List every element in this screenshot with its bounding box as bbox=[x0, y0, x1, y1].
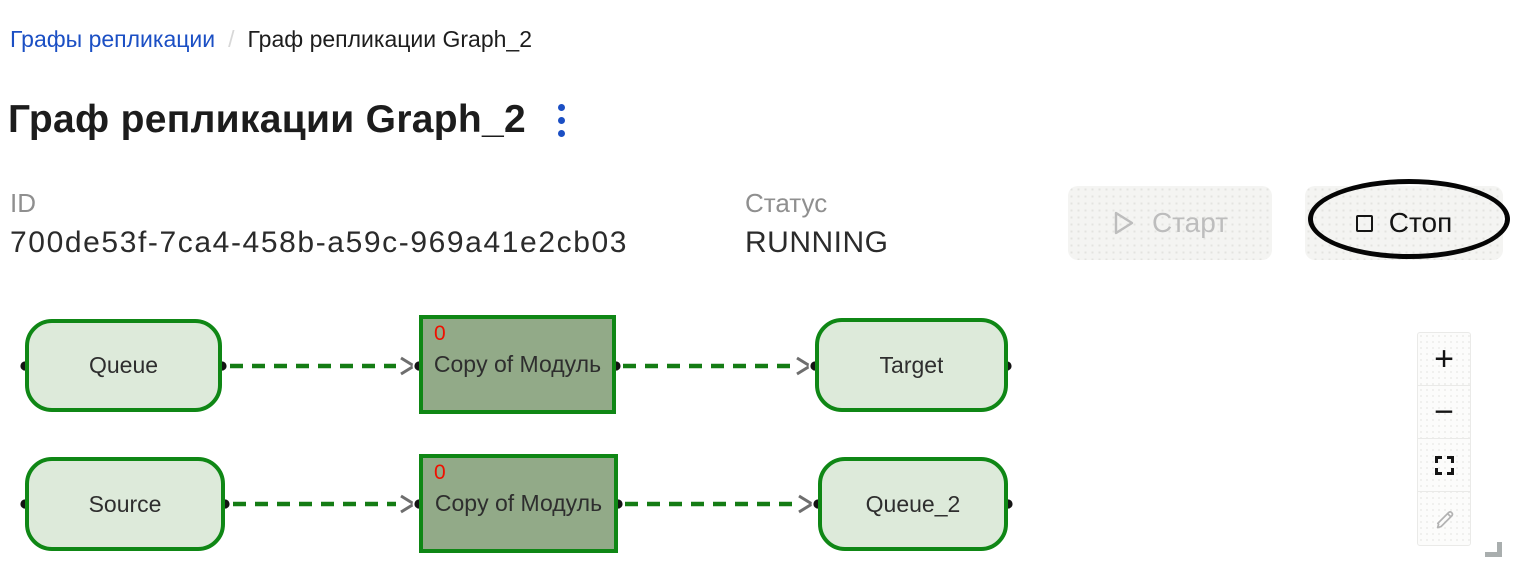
breadcrumb: Графы репликации / Граф репликации Graph… bbox=[10, 26, 532, 53]
node-label: Queue bbox=[88, 352, 159, 378]
breadcrumb-current: Граф репликации Graph_2 bbox=[247, 26, 533, 52]
node-copy-of-module-1[interactable]: 0 Copy of Модуль bbox=[419, 315, 616, 414]
stop-button[interactable]: Стоп bbox=[1305, 186, 1503, 260]
canvas-controls-panel: + − bbox=[1417, 332, 1471, 546]
node-label: Copy of Модуль bbox=[434, 490, 603, 516]
edges-layer bbox=[18, 356, 1015, 514]
fit-view-icon bbox=[1434, 455, 1454, 475]
id-value: 700de53f-7ca4-458b-a59c-969a41e2cb03 bbox=[10, 226, 629, 259]
status-block: Статус RUNNING bbox=[745, 188, 889, 260]
node-label: Queue_2 bbox=[865, 490, 961, 517]
breadcrumb-link-replication-graphs[interactable]: Графы репликации bbox=[10, 26, 216, 52]
node-source[interactable]: Source bbox=[25, 457, 225, 551]
node-queue-2[interactable]: Queue_2 bbox=[818, 457, 1008, 551]
zoom-in-button[interactable]: + bbox=[1418, 333, 1470, 386]
canvas-resize-handle[interactable] bbox=[1485, 542, 1502, 557]
start-button[interactable]: Старт bbox=[1068, 186, 1272, 260]
node-counter-badge: 0 bbox=[434, 322, 446, 345]
node-label: Source bbox=[88, 490, 162, 517]
node-copy-of-module-2[interactable]: 0 Copy of Модуль bbox=[419, 454, 618, 553]
kebab-menu-icon[interactable] bbox=[554, 100, 569, 141]
zoom-out-icon: − bbox=[1434, 393, 1454, 431]
fit-view-button[interactable] bbox=[1418, 439, 1470, 492]
breadcrumb-separator: / bbox=[228, 26, 235, 52]
title-row: Граф репликации Graph_2 bbox=[8, 98, 569, 142]
node-target[interactable]: Target bbox=[815, 318, 1008, 412]
id-block: ID 700de53f-7ca4-458b-a59c-969a41e2cb03 bbox=[10, 188, 628, 260]
page-title: Граф репликации Graph_2 bbox=[8, 98, 527, 141]
status-label: Статус bbox=[745, 188, 828, 218]
stop-button-label: Стоп bbox=[1388, 207, 1453, 238]
zoom-in-icon: + bbox=[1434, 340, 1454, 378]
node-counter-badge: 0 bbox=[434, 461, 446, 484]
stop-square-icon bbox=[1355, 214, 1373, 232]
zoom-out-button[interactable]: − bbox=[1418, 386, 1470, 439]
node-label: Copy of Модуль bbox=[433, 351, 602, 377]
status-value: RUNNING bbox=[745, 226, 889, 259]
play-icon bbox=[1114, 211, 1134, 235]
node-queue[interactable]: Queue bbox=[25, 319, 222, 412]
start-button-label: Старт bbox=[1151, 207, 1229, 238]
id-label: ID bbox=[10, 188, 36, 218]
node-label: Target bbox=[879, 351, 944, 378]
edit-pencil-icon bbox=[1436, 511, 1453, 529]
replication-graph-canvas[interactable]: Queue 0 Copy of Модуль Target Source 0 C… bbox=[0, 300, 1514, 586]
edit-button[interactable] bbox=[1418, 492, 1470, 545]
